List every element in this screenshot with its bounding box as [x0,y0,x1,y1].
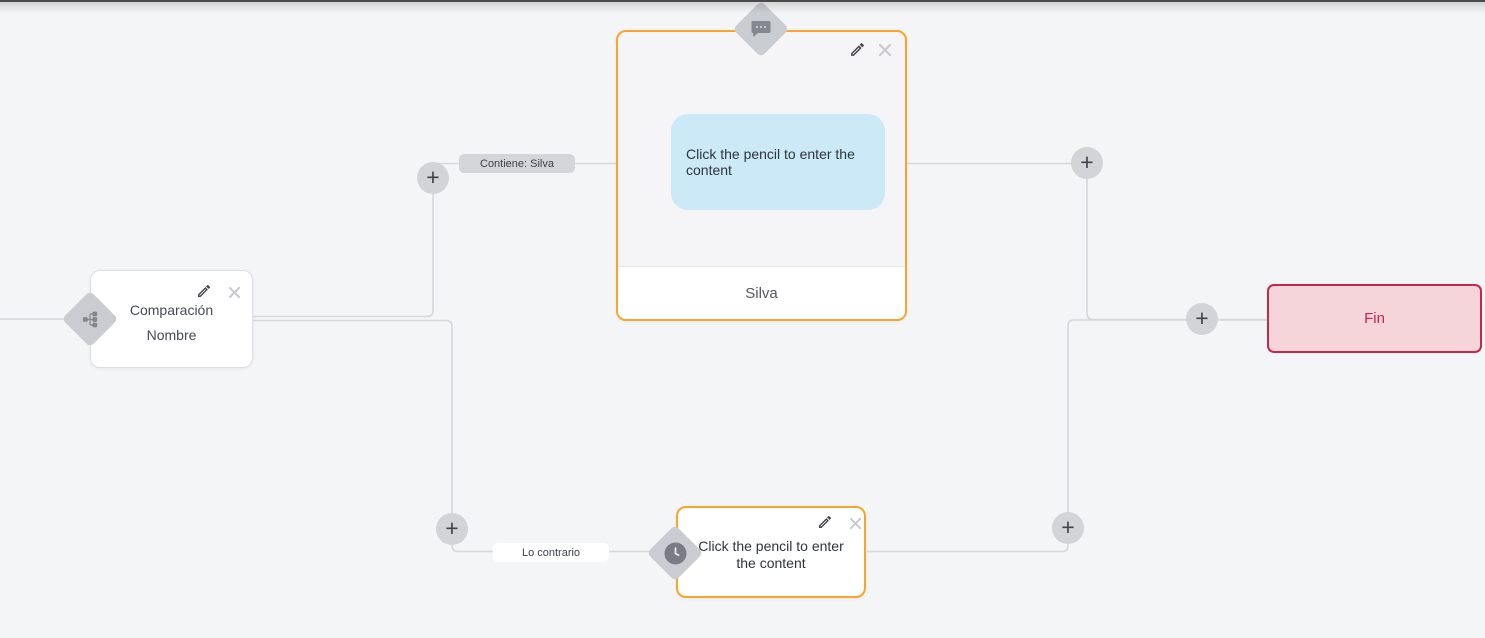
add-node-button-bottom-right[interactable]: + [1052,512,1084,544]
edge-label-contains-text: Contiene: Silva [480,157,554,170]
clock-icon [655,533,695,573]
comparison-node-badge [61,290,119,348]
end-node-label: Fin [1364,310,1385,327]
edge-wait-to-end [867,319,1267,553]
close-icon[interactable] [846,514,864,532]
edge-label-contains[interactable]: Contiene: Silva [459,154,575,173]
comparison-node-subtitle: Nombre [146,327,197,343]
add-node-button-before-end[interactable]: + [1186,303,1218,335]
sitemap-icon [70,299,110,339]
message-node-footer: Silva [618,266,905,319]
wait-node-text: Click the pencil to enter the content [698,538,844,571]
edge-comparison-to-wait [253,319,656,553]
add-node-button-top-left[interactable]: + [417,162,449,194]
message-node[interactable]: Click the pencil to enter the content Si… [616,30,907,321]
edit-pencil-icon[interactable] [816,513,834,531]
add-node-button-top-right[interactable]: + [1071,147,1103,179]
message-bubble: Click the pencil to enter the content [671,114,885,210]
comparison-node-title: Comparación [129,302,214,318]
close-icon[interactable] [876,41,894,59]
end-node[interactable]: Fin [1267,284,1482,353]
close-icon[interactable] [225,283,243,301]
edit-pencil-icon[interactable] [848,40,866,58]
edge-message-to-end [907,162,1267,321]
add-node-button-bottom-left[interactable]: + [436,513,468,545]
chat-bubble-icon [741,9,781,49]
comparison-node[interactable]: Comparación Nombre [90,270,253,368]
toolbar-bottom-edge [0,0,1485,2]
edge-label-otherwise[interactable]: Lo contrario [493,543,609,562]
message-bubble-text: Click the pencil to enter the content [686,146,855,178]
wait-node-badge [646,524,704,582]
message-node-badge [732,0,790,58]
edge-label-otherwise-text: Lo contrario [521,546,581,559]
wait-node[interactable]: Click the pencil to enter the content [676,506,866,598]
message-node-footer-label: Silva [745,284,778,302]
edit-pencil-icon[interactable] [195,282,213,300]
